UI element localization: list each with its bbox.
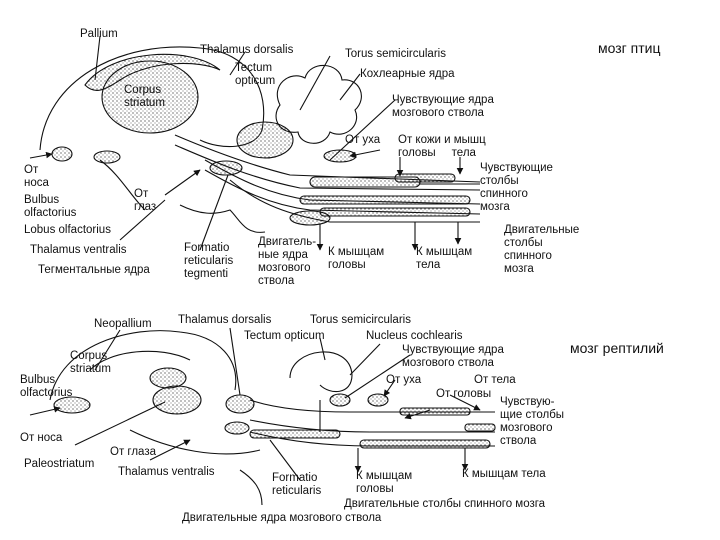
reptile-tectum-opticum xyxy=(289,351,353,393)
label-bird-sensory-nuclei: Чувствующие ядра мозгового ствола xyxy=(392,94,494,119)
label-bird-thalamus-dorsalis: Thalamus dorsalis xyxy=(200,44,294,56)
label-reptile-tectum-opticum: Tectum opticum xyxy=(244,330,325,342)
label-reptile-from-body: От тела xyxy=(474,374,516,386)
reptile-brain-diagram xyxy=(29,327,496,506)
caption-bird-brain: мозг птиц xyxy=(598,40,661,56)
label-reptile-sensory-nuclei: Чувствующие ядра мозгового ствола xyxy=(402,344,504,369)
label-reptile-torus-semicircularis: Torus semicircularis xyxy=(310,314,411,326)
label-reptile-thalamus-dorsalis: Thalamus dorsalis xyxy=(178,314,272,326)
label-reptile-from-nose: От носа xyxy=(20,432,63,444)
label-bird-torus-semicircularis: Torus semicircularis xyxy=(345,48,446,60)
label-reptile-nucleus-cochlearis: Nucleus cochlearis xyxy=(366,330,463,342)
label-reptile-thalamus-ventralis: Thalamus ventralis xyxy=(118,466,215,478)
label-reptile-to-head-muscles: К мышцам головы xyxy=(356,470,413,495)
label-bird-lobus-olfactorius: Lobus olfactorius xyxy=(24,224,111,236)
caption-reptile-brain: мозг рептилий xyxy=(570,340,664,356)
label-bird-sensory-columns: Чувствующие столбы спинного мозга xyxy=(480,162,553,213)
label-bird-from-eye: От глаз xyxy=(134,188,157,213)
label-reptile-bulbus-olfactorius: Bulbus olfactorius xyxy=(20,374,73,399)
label-bird-motor-nuclei: Двигатель- ные ядра мозгового ствола xyxy=(258,236,317,287)
label-bird-corpus-striatum: Corpus striatum xyxy=(124,84,165,109)
label-bird-tectum-opticum: Tectum opticum xyxy=(235,62,276,87)
label-reptile-motor-columns: Двигательные столбы спинного мозга xyxy=(344,498,546,510)
label-bird-cochlear-nuclei: Кохлеарные ядра xyxy=(360,68,455,80)
reptile-corpus-striatum xyxy=(149,367,187,389)
label-bird-motor-columns: Двигательные столбы спинного мозга xyxy=(504,224,580,275)
bird-olfactory-bulb xyxy=(51,146,73,162)
label-bird-formatio-reticularis: Formatio reticularis tegmenti xyxy=(184,242,234,280)
reptile-hemisphere-outline xyxy=(49,330,237,401)
label-reptile-from-head: От головы xyxy=(436,388,492,400)
label-reptile-neopallium: Neopallium xyxy=(94,318,152,330)
label-reptile-corpus-striatum: Corpus striatum xyxy=(70,350,111,375)
label-bird-to-head-muscles: К мышцам головы xyxy=(328,246,385,271)
bird-tectum-opticum xyxy=(275,64,362,144)
label-bird-thalamus-ventralis: Thalamus ventralis xyxy=(30,244,127,256)
label-reptile-to-body-muscles: К мышцам тела xyxy=(462,468,546,480)
label-reptile-from-ear: От уха xyxy=(386,374,422,386)
bird-thalamus xyxy=(236,121,294,159)
label-bird-pallium: Pallium xyxy=(80,28,118,40)
label-reptile-paleostriatum: Paleostriatum xyxy=(24,458,95,470)
label-reptile-motor-nuclei: Двигательные ядра мозгового ствола xyxy=(182,512,382,524)
label-bird-tegmental-nuclei: Тегментальные ядра xyxy=(38,264,150,276)
label-reptile-formatio-reticularis: Formatio reticularis xyxy=(272,472,322,497)
bird-lobus-olfactorius xyxy=(93,150,121,164)
reptile-olfactory-bulb xyxy=(53,396,91,414)
label-bird-to-body-muscles: К мышцам тела xyxy=(416,246,473,271)
bird-brain-diagram xyxy=(29,35,481,251)
label-bird-from-skin-muscles: От кожи и мышц головы тела xyxy=(398,134,486,159)
reptile-thalamus xyxy=(225,394,255,414)
label-bird-bulbus-olfactorius: Bulbus olfactorius xyxy=(24,194,77,219)
reptile-paleostriatum xyxy=(152,385,202,415)
label-bird-from-nose: От носа xyxy=(24,164,49,189)
bird-corpus-striatum xyxy=(101,60,199,134)
label-reptile-sensory-columns: Чувствую- щие столбы мозгового ствола xyxy=(500,396,565,447)
label-reptile-from-eye: От глаза xyxy=(110,446,156,458)
label-bird-from-ear: От уха xyxy=(345,134,381,146)
